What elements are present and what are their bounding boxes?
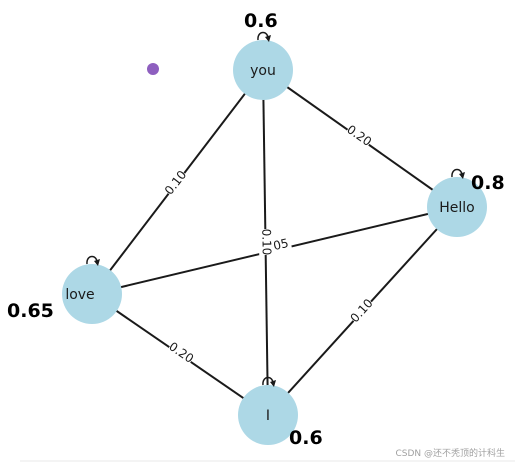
score-i: 0.6 <box>289 427 323 449</box>
self-loop-arrow-you <box>265 35 271 42</box>
node-you: you <box>233 31 293 100</box>
node-i: I <box>238 376 298 445</box>
svg-text:Hello: Hello <box>439 200 475 216</box>
edge-label-you-i: 0.10 <box>258 229 275 256</box>
node-love: love <box>62 255 122 324</box>
edge-label-love-i: 0.20 <box>166 339 196 367</box>
node-hello: Hello <box>427 168 487 237</box>
score-hello: 0.8 <box>471 172 505 194</box>
svg-text:0.10: 0.10 <box>259 229 273 256</box>
svg-text:I: I <box>266 408 270 424</box>
score-love: 0.65 <box>7 300 54 322</box>
stray-dot <box>147 63 159 75</box>
watermark: CSDN @还不秃顶的计科生 <box>395 447 505 459</box>
score-you: 0.6 <box>244 10 278 32</box>
svg-text:you: you <box>250 63 276 79</box>
svg-text:05: 05 <box>272 236 290 253</box>
self-loop-arrow-i <box>270 380 276 387</box>
self-loop-arrow-love <box>94 259 100 266</box>
self-loop-arrow-hello <box>459 172 465 179</box>
svg-text:love: love <box>65 287 94 303</box>
edge-label-love-hello: 05 <box>269 234 293 255</box>
